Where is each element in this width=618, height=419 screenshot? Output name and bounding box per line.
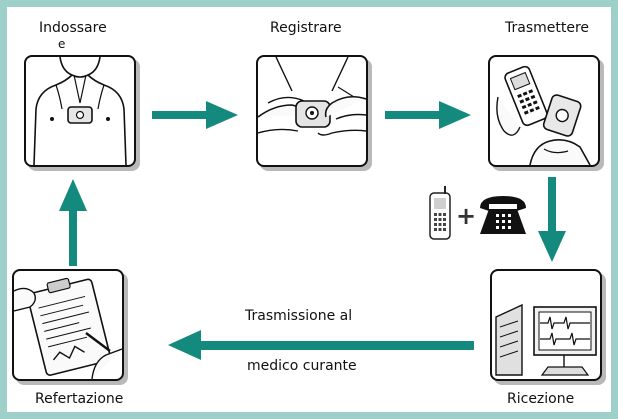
arrow-report-to-wear <box>59 179 87 266</box>
step-image-wear <box>24 55 136 167</box>
step-label-transmit: Trasmettere <box>505 20 590 36</box>
plus-sign: + <box>456 202 477 230</box>
step-label-receive: Ricezione <box>507 391 575 407</box>
landline-phone-icon <box>480 196 526 234</box>
chest-device-illustration <box>33 57 127 165</box>
hands-device-illustration <box>258 57 366 136</box>
step-image-transmit <box>488 55 600 167</box>
arrow-record-to-transmit <box>385 101 471 129</box>
step-image-report <box>12 269 124 381</box>
arrow-transmit-to-receive <box>538 177 566 262</box>
step-label-wear-sub: e <box>58 37 66 51</box>
step-image-record <box>256 55 368 167</box>
mobile-phone-icon <box>429 186 451 240</box>
arrow-receive-to-report <box>168 330 474 360</box>
clipboard-report-illustration <box>14 277 122 379</box>
step-label-report: Refertazione <box>35 391 124 407</box>
arrow-wear-to-record <box>152 101 238 129</box>
step-image-receive <box>490 269 602 381</box>
phone-transmit-illustration <box>496 65 591 165</box>
step-label-wear: Indossare <box>39 20 107 36</box>
transmission-label-line2: medico curante <box>247 358 357 374</box>
transmission-label-line1: Trasmissione al <box>245 308 353 324</box>
computer-ecg-illustration <box>495 303 597 376</box>
step-label-record: Registrare <box>270 20 342 36</box>
